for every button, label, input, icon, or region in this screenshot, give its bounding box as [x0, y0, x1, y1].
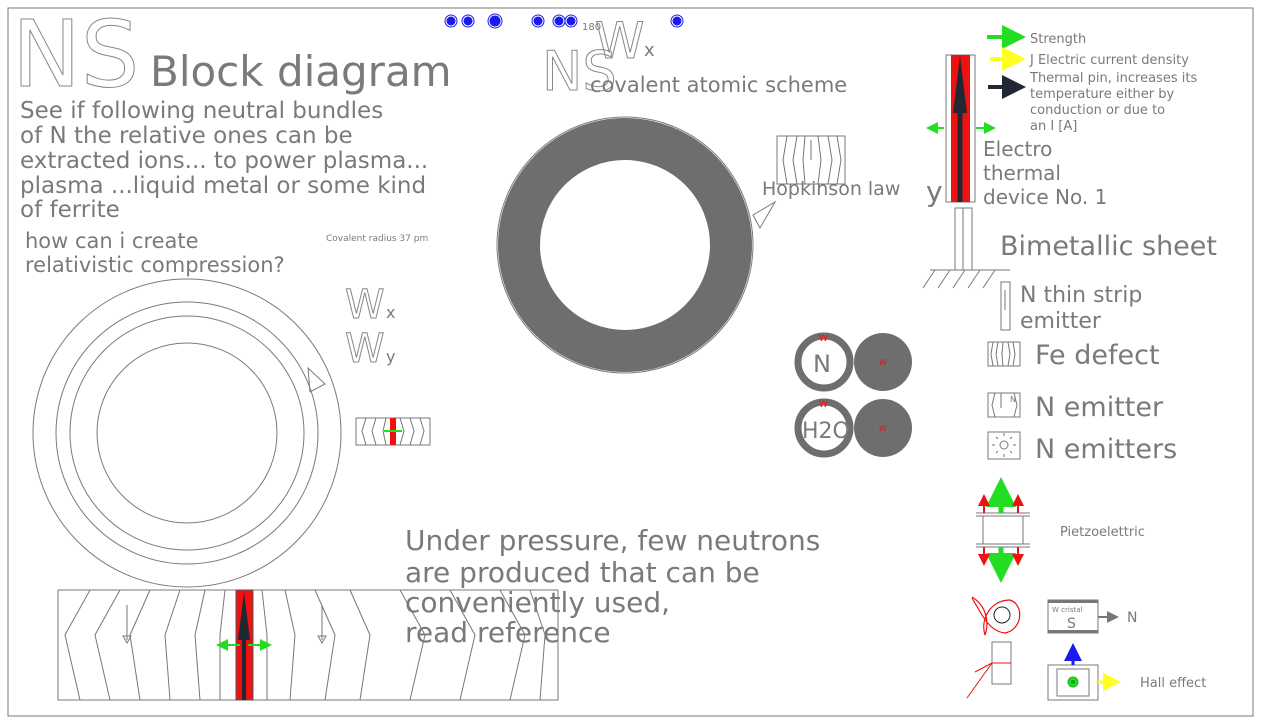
pressure-line: are produced that can be	[405, 556, 760, 589]
legend: Strength J Electric current density Ther…	[987, 25, 1197, 134]
pressure-text: Under pressure, few neutrons are produce…	[405, 524, 820, 649]
crystal-box: W cristal S N	[1047, 599, 1137, 634]
legend-thermal-line: an I [A]	[1030, 119, 1077, 134]
piezo-element	[976, 477, 1030, 583]
fe-defect-label: Fe defect	[1035, 340, 1160, 371]
legend-thermal: Thermal pin, increases its	[1029, 71, 1197, 86]
drawing-border	[7, 7, 1254, 717]
crystal-label: W cristal	[1052, 606, 1082, 614]
intro-line: extracted ions... to power plasma...	[20, 148, 428, 174]
blue-dot-icon	[531, 14, 545, 28]
bimetal-small-icon	[966, 641, 1012, 699]
atom-n-label: N	[813, 350, 831, 378]
legend-strength: Strength	[1030, 32, 1086, 47]
intro-text: See if following neutral bundles of N th…	[20, 98, 428, 223]
blue-dot-icon	[487, 13, 503, 29]
question-line: relativistic compression?	[25, 253, 285, 277]
top-w: W	[595, 12, 644, 70]
n-emitter-label: N emitter	[1035, 392, 1164, 423]
hall-effect-box	[1047, 643, 1121, 701]
hopkinson-y: y	[926, 175, 943, 208]
device-line: Electro	[983, 137, 1052, 161]
bimetallic-label: Bimetallic sheet	[1000, 231, 1217, 262]
wy-w: W	[345, 326, 385, 372]
hopkinson-block	[776, 135, 846, 185]
grain-block-small	[355, 417, 431, 446]
atom-n: N W	[794, 332, 854, 392]
atom-h2o-label: H2O	[802, 419, 850, 444]
question-line: how can i create	[25, 229, 199, 253]
atom-w-label: W	[879, 358, 887, 367]
direction-triangle-icon	[752, 200, 777, 230]
blue-dot-icon	[564, 14, 578, 28]
bimetallic-sheet	[922, 207, 1010, 289]
atom-w-label: W	[819, 334, 828, 344]
wx-w: W	[345, 282, 385, 328]
intro-line: of N the relative ones can be	[20, 123, 353, 149]
pressure-line: conveniently used,	[405, 586, 670, 619]
pressure-line: read reference	[405, 616, 611, 649]
fe-defect-icon	[987, 341, 1021, 367]
thin-strip-label: emitter	[1020, 309, 1102, 334]
grain-block-large	[57, 589, 559, 701]
atom-h2o: H2O W	[794, 398, 854, 458]
legend-thermal-line: temperature either by	[1030, 87, 1175, 102]
thin-strip-icon	[1000, 281, 1011, 331]
blue-dot-icon	[444, 14, 458, 28]
svg-text:N: N	[1010, 395, 1016, 404]
angle-label: 180	[582, 22, 601, 33]
atom-disc: W	[854, 399, 912, 457]
n-emitters-icon	[987, 431, 1021, 460]
covalent-radius-label: Covalent radius 37 pm	[326, 234, 428, 244]
hall-label: Hall effect	[1140, 676, 1206, 691]
n-emitter-icon: N	[987, 392, 1021, 418]
blue-dots	[444, 13, 684, 29]
piezo-label: Pietzoelettric	[1060, 525, 1145, 540]
electro-thermal-device	[926, 54, 996, 203]
magnetic-loop-icon	[971, 596, 1021, 636]
device-line: device No. 1	[983, 185, 1107, 209]
hopkinson-label: Hopkinson law	[762, 178, 900, 200]
concentric-rings	[32, 278, 342, 588]
title-block-diagram: Block diagram	[150, 47, 452, 96]
scheme-ns: NS	[542, 40, 617, 103]
thin-strip-label: N thin strip	[1020, 283, 1142, 308]
intro-line: See if following neutral bundles	[20, 98, 383, 124]
wy-sub: y	[386, 347, 395, 366]
blue-dot-icon	[552, 14, 566, 28]
atom-w-label: W	[879, 424, 887, 433]
atom-w-label: W	[819, 400, 828, 410]
legend-current: J Electric current density	[1029, 53, 1189, 68]
title-ns: NS	[12, 1, 139, 108]
crystal-n: N	[1127, 610, 1137, 626]
intro-line: plasma ...liquid metal or some kind	[20, 173, 426, 199]
n-emitters-label: N emitters	[1035, 434, 1177, 465]
top-w-sub: x	[644, 40, 655, 61]
legend-thermal-line: conduction or due to	[1030, 103, 1165, 118]
pressure-line: Under pressure, few neutrons	[405, 524, 820, 557]
blue-dot-icon	[670, 14, 684, 28]
atom-disc: W	[854, 333, 912, 391]
wx-sub: x	[386, 303, 395, 322]
scheme-label: covalent atomic scheme	[590, 73, 847, 97]
direction-triangle-icon	[307, 366, 326, 393]
blue-dot-icon	[461, 14, 475, 28]
covalent-ring	[496, 116, 777, 374]
intro-line: of ferrite	[20, 197, 120, 223]
crystal-s: S	[1067, 616, 1076, 632]
device-line: thermal	[983, 161, 1061, 185]
